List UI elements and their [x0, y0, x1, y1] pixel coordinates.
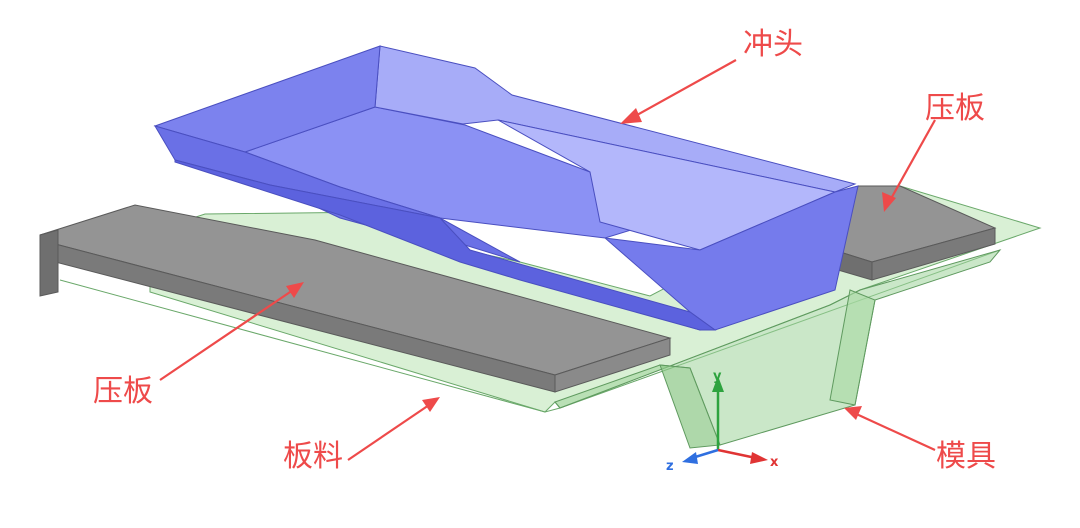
- axis-y-arrow: [712, 376, 724, 392]
- blankholder-left-end: [554, 337, 671, 393]
- die-cavity: [659, 364, 721, 449]
- label-punch: 冲头: [743, 27, 803, 62]
- punch-front-bottom: [174, 159, 717, 331]
- blankholder-left: [39, 204, 672, 393]
- axis-x-line: [717, 448, 757, 460]
- annotation-arrows: [159, 59, 936, 461]
- label-blankholder-left: 压板: [93, 374, 153, 409]
- blankholder-left-cap: [39, 229, 59, 297]
- blankholder-right: [837, 185, 997, 281]
- arrow-holder-left-line: [159, 287, 297, 381]
- arrow-sheet-head: [422, 397, 440, 412]
- arrow-die-line: [851, 410, 936, 452]
- arrow-holder-right-head: [882, 192, 896, 212]
- arrow-punch-head: [620, 108, 642, 124]
- axis-x-label: x: [770, 455, 779, 470]
- label-sheet: 板料: [283, 439, 343, 474]
- axis-y-label: y: [713, 369, 722, 384]
- axis-z-arrow: [682, 452, 698, 464]
- axis-z-label: z: [666, 459, 674, 474]
- label-blankholder-right: 压板: [925, 91, 985, 126]
- die-body: [554, 249, 1002, 449]
- arrow-punch-line: [627, 59, 737, 121]
- label-die: 模具: [936, 439, 996, 474]
- arrow-holder-left-head: [286, 282, 304, 298]
- die-wall: [829, 289, 876, 406]
- axis-triad: y x z: [666, 369, 779, 474]
- axis-x-arrow: [750, 452, 768, 464]
- arrow-die-head: [844, 406, 862, 420]
- arrow-sheet-line: [347, 402, 433, 461]
- punch: [153, 45, 859, 331]
- arrow-holder-right-line: [887, 119, 936, 205]
- punch-right-floor: [497, 119, 837, 251]
